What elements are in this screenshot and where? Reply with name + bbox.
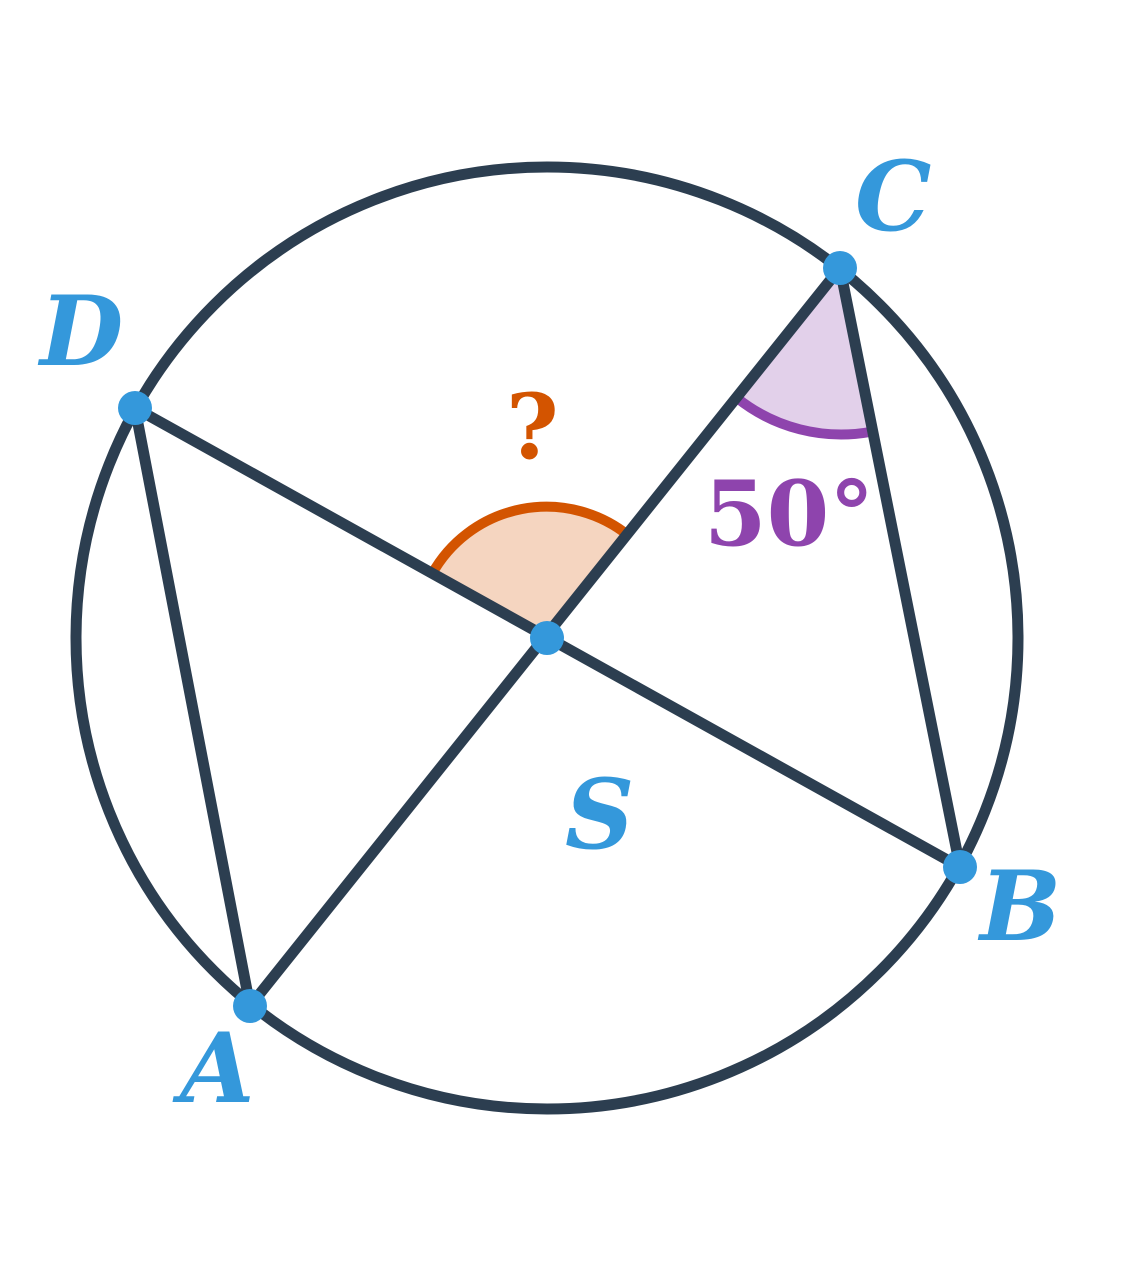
known-angle-sector	[737, 268, 870, 435]
known-angle-arc	[733, 394, 871, 440]
unknown-angle-arc	[427, 501, 633, 577]
point-s	[530, 621, 564, 655]
point-d	[118, 391, 152, 425]
label-b: B	[977, 850, 1061, 963]
known-angle-label: 50°	[704, 461, 874, 567]
point-c	[823, 251, 857, 285]
label-c: C	[855, 140, 931, 253]
label-d: D	[37, 275, 123, 388]
segment-cb	[834, 262, 966, 873]
unknown-angle-label: ?	[506, 374, 559, 480]
label-s: S	[565, 758, 634, 871]
circle-outline	[70, 161, 1024, 1115]
segment-da	[129, 402, 256, 1012]
unknown-angle-sector	[432, 506, 629, 638]
label-a: A	[172, 1012, 254, 1125]
point-a	[233, 989, 267, 1023]
point-b	[943, 850, 977, 884]
